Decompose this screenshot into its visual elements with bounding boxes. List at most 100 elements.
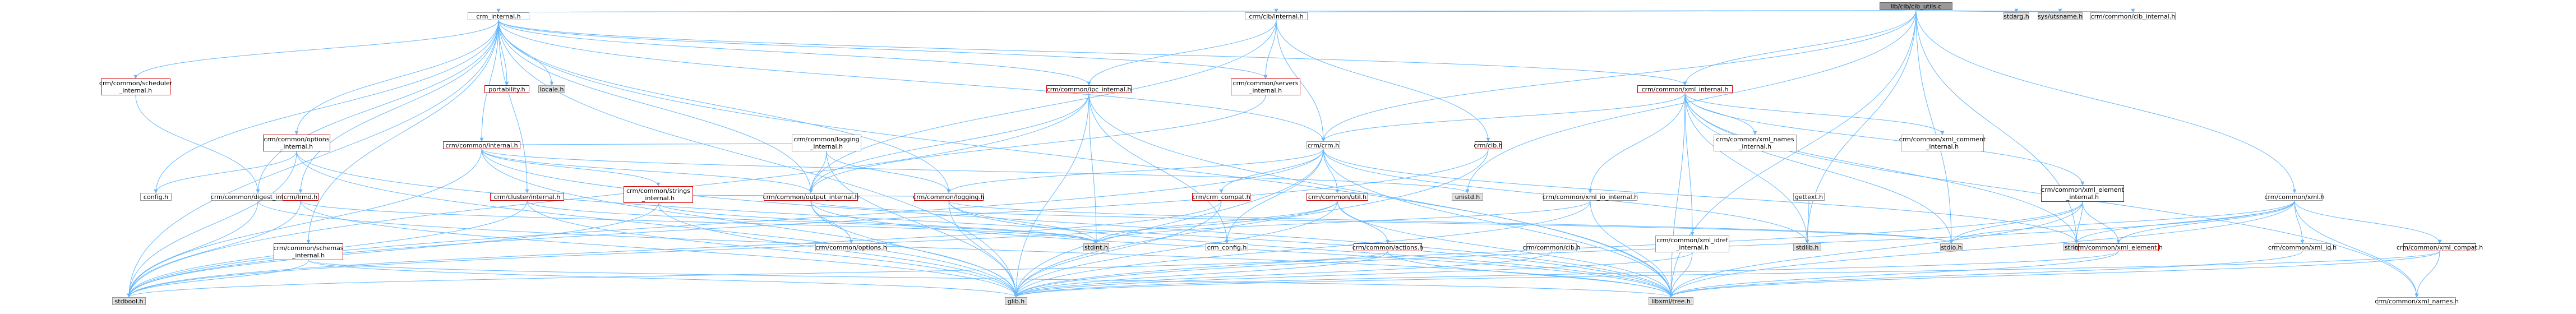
node-xml-names-internal[interactable]: crm/common/xml_names _internal.h (1714, 135, 1797, 151)
edge-common_xml-to-xml_names (2294, 200, 2419, 298)
node-stdint[interactable]: stdint.h (1083, 243, 1109, 251)
edge-xml_internal-to-stdio (1684, 93, 1954, 244)
node-unistd[interactable]: unistd.h (1452, 193, 1483, 201)
node-stdio[interactable]: stdio.h (1940, 243, 1963, 251)
node-schemas-internal[interactable]: crm/common/schemas _internal.h (273, 243, 344, 260)
node-xml-comment-internal[interactable]: crm/common/xml_comment _internal.h (1899, 135, 1986, 151)
edge-cluster_internal-to-glib (527, 200, 1018, 298)
edge-common_cib-to-glib (1014, 251, 1552, 298)
node-stdbool[interactable]: stdbool.h (112, 297, 146, 305)
node-xml-io-internal[interactable]: crm/common/xml_io_internal.h (1542, 193, 1638, 201)
node-common-cib[interactable]: crm/common/cib.h (1522, 243, 1581, 251)
node-config[interactable]: config.h (140, 193, 172, 201)
edge-crm_internal-to-stdbool (127, 20, 499, 298)
node-gettext[interactable]: gettext.h (1793, 193, 1825, 201)
edge-crm_cib_internal-to-crm_cib_h (1276, 20, 1490, 142)
node-stdlib[interactable]: stdlib.h (1793, 243, 1821, 251)
node-cib-internal-top[interactable]: crm/common/cib_internal.h (2090, 12, 2176, 20)
edge-digest_internal-to-stdbool (127, 200, 258, 298)
node-options[interactable]: crm/common/options.h (815, 243, 887, 251)
edge-xml_element_internal-to-libxml_tree (1669, 201, 2083, 298)
edge-ipc_internal-to-stdbool (127, 93, 1090, 298)
edge-xml_element-to-glib (1014, 251, 2119, 298)
edge-crm_h-to-string (1323, 149, 2079, 244)
edge-crm_internal-to-libxml_tree (498, 20, 1673, 298)
edge-crm_cib_internal-to-output_internal (809, 20, 1277, 193)
node-locale[interactable]: locale.h (538, 85, 565, 93)
node-crm[interactable]: crm/crm.h (1307, 141, 1340, 149)
edge-common_xml-to-string (2074, 200, 2295, 244)
node-strings-internal[interactable]: crm/common/strings _internal.h (624, 186, 693, 203)
edge-common_internal-to-logging_internal (481, 142, 828, 147)
node-sysutsname[interactable]: sys/utsname.h (2037, 12, 2083, 20)
edge-xml_internal-to-xml_idref_internal (1684, 93, 1695, 236)
edge-xml_element_internal-to-stdio (1949, 201, 2083, 244)
edge-root-to-stdlib (1805, 10, 1917, 244)
edge-ipc_internal-to-libxml_tree (1088, 93, 1673, 298)
node-logging-internal[interactable]: crm/common/logging _internal.h (792, 135, 861, 151)
edge-logging_internal-to-glib (826, 151, 1018, 298)
node-lrmd[interactable]: crm/lrmd.h (283, 193, 318, 201)
node-digest-internal[interactable]: crm/common/digest_internal.h (210, 193, 306, 201)
node-portability[interactable]: portability.h (484, 85, 529, 93)
node-options-internal[interactable]: crm/common/options _internal.h (263, 135, 330, 151)
edge-sched_internal-to-digest_internal (135, 95, 260, 193)
node-crm-config[interactable]: crm_config.h (1206, 243, 1248, 251)
edge-ipc_internal-to-crm_config (1088, 93, 1229, 244)
node-xml-compat[interactable]: crm/common/xml_compat.h (2396, 243, 2483, 251)
node-xml-names[interactable]: crm/common/xml_names.h (2375, 297, 2459, 305)
edge-ipc_internal-to-stdint (1088, 93, 1098, 244)
node-crm-cib-internal[interactable]: crm/cib/internal.h (1245, 12, 1308, 20)
edge-actions-to-libxml_tree (1387, 251, 1673, 298)
node-logging[interactable]: crm/common/logging.h (913, 193, 985, 201)
node-glib[interactable]: glib.h (1005, 297, 1027, 305)
node-crm-internal[interactable]: crm_internal.h (468, 12, 529, 20)
node-output-internal[interactable]: crm/common/output_internal.h (763, 193, 859, 201)
edge-crm_internal-to-digest_internal (256, 20, 499, 193)
edge-xml_internal-to-xml_element_internal (1684, 93, 2085, 186)
node-common-xml[interactable]: crm/common/xml.h (2264, 193, 2325, 201)
edge-logging-to-libxml_tree (948, 200, 1673, 298)
edge-common_internal-to-strings_internal (481, 149, 661, 187)
edge-crm_h-to-util (1323, 149, 1340, 193)
node-actions[interactable]: crm/common/actions.h (1352, 243, 1424, 251)
node-xml-element[interactable]: crm/common/xml_element.h (2074, 243, 2163, 251)
edge-logging_internal-to-logging (826, 151, 951, 193)
node-util[interactable]: crm/common/util.h (1307, 193, 1368, 201)
node-xml-idref-internal[interactable]: crm/common/xml_idref _internal.h (1655, 236, 1729, 252)
edge-crm_h-to-crm_compat (1219, 149, 1324, 193)
edge-strings_internal-to-stdint (658, 202, 1098, 244)
edge-options_internal-to-glib (296, 151, 1018, 298)
node-crm-compat[interactable]: crm/crm_compat.h (1192, 193, 1250, 201)
edge-common_xml-to-libxml_tree (1669, 200, 2295, 298)
node-xml-internal[interactable]: crm/common/xml_internal.h (1637, 85, 1733, 93)
edge-common_internal-to-unistd (481, 149, 1470, 193)
edge-servers_internal-to-output_internal (809, 95, 1266, 193)
edge-xml_idref_internal-to-glib (1014, 252, 1693, 298)
edge-root-to-libxml_tree (1669, 10, 1917, 298)
node-xml-element-internal[interactable]: crm/common/xml_element _internal.h (2041, 185, 2124, 202)
edge-xml_internal-to-crm_h (1321, 93, 1686, 142)
edge-xml_internal-to-xml_names_internal (1684, 93, 1757, 135)
node-libxml-tree[interactable]: libxml/tree.h (1649, 297, 1693, 305)
edge-root-to-stdio (1915, 10, 1954, 244)
edge-xml_io_internal-to-libxml_tree (1590, 200, 1673, 298)
node-stdarg[interactable]: stdarg.h (2003, 12, 2029, 20)
node-scheduler-internal[interactable]: crm/common/scheduler _internal.h (99, 78, 173, 95)
node-ipc-internal[interactable]: crm/common/ipc_internal.h (1046, 85, 1132, 93)
node-common-internal[interactable]: crm/common/internal.h (443, 141, 520, 149)
edge-util-to-actions (1337, 200, 1390, 244)
edge-crm_cib_internal-to-servers_internal (1263, 20, 1277, 79)
node-crm-cib[interactable]: crm/cib.h (1474, 141, 1503, 149)
edge-common_internal-to-stdbool (127, 149, 482, 298)
edge-root-to-unistd (1465, 10, 1917, 193)
edge-xml_element_internal-to-xml_element (2082, 201, 2121, 244)
node-cluster-internal[interactable]: crm/cluster/internal.h (490, 193, 564, 201)
node-servers-internal[interactable]: crm/common/servers _internal.h (1231, 78, 1300, 95)
edge-crm_compat-to-glib (1014, 200, 1222, 298)
node-xml-io[interactable]: crm/common/xml_io.h (2268, 243, 2337, 251)
edge-util-to-libxml_tree (1337, 200, 1673, 298)
edge-crm_internal-to-output_internal (498, 20, 813, 193)
edge-root-to-crm_cib_internal (1276, 8, 1917, 13)
edge-xml_compat-to-xml_names (2415, 251, 2440, 298)
